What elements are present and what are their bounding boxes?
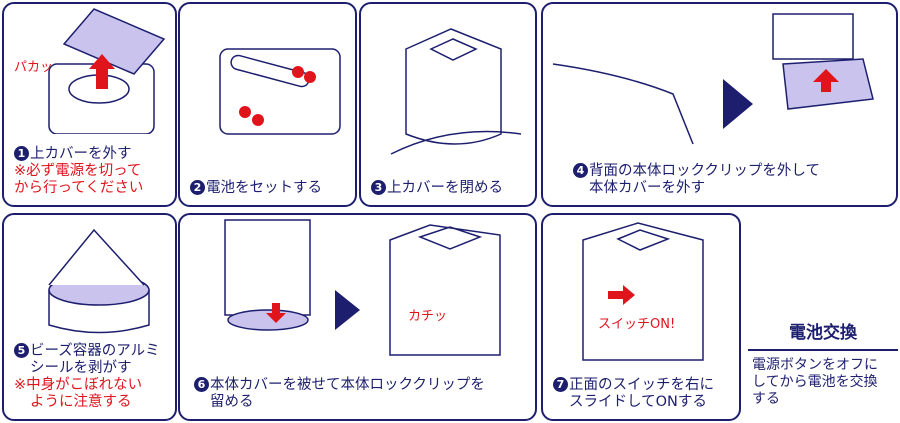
step-text: ビーズ容器のアルミ — [30, 343, 160, 359]
step-text: スライドしてONする — [569, 394, 707, 410]
sfx-label: パカッ — [14, 60, 54, 75]
next-arrow-icon — [723, 79, 753, 129]
peel-seal-illustration — [48, 228, 150, 334]
battery-title: 電池交換 — [748, 318, 898, 351]
step-number: 2 — [190, 180, 205, 195]
battery-replacement-note: 電池交換 電源ボタンをオフに してから電池を交換 する — [748, 318, 898, 408]
right-arrow-icon — [608, 285, 635, 305]
up-arrow-icon — [813, 69, 839, 92]
step-number: 7 — [553, 377, 568, 392]
step-text: 電池をセットする — [206, 180, 322, 196]
next-arrow-icon — [335, 290, 360, 330]
battery-body-line: する — [752, 391, 780, 407]
remove-top-cover-illustration — [48, 8, 166, 134]
plus-icon — [239, 106, 251, 118]
step-number: 3 — [371, 180, 386, 195]
warning-note: ※必ず電源を切って — [14, 163, 142, 179]
step-number: 5 — [14, 343, 29, 358]
minus-icon — [292, 66, 304, 78]
up-arrow-icon — [89, 54, 115, 89]
battery-body-line: してから電池を交換 — [752, 374, 878, 390]
attach-body-cover-illustration — [224, 219, 501, 356]
step-text: 正面のスイッチを右に — [569, 377, 714, 393]
down-arrow-icon — [266, 303, 286, 323]
step-text: 背面の本体ロッククリップを外して — [589, 163, 820, 179]
warning-note: ように注意する — [30, 394, 132, 410]
insert-battery-illustration — [219, 48, 341, 135]
step-number: 6 — [194, 377, 209, 392]
sfx-label: スイッチON! — [598, 317, 676, 332]
step-text: 本体カバーを外す — [589, 180, 705, 196]
battery-body-line: 電源ボタンをオフに — [752, 357, 878, 373]
step-text: 本体カバーを被せて本体ロッククリップを — [210, 377, 485, 393]
switch-on-illustration — [582, 222, 704, 361]
remove-body-cover-illustration — [552, 13, 874, 145]
step-number: 1 — [14, 146, 29, 161]
close-top-cover-illustration — [390, 28, 522, 155]
step-text: 上カバーを外す — [30, 146, 132, 162]
battery-body: 電源ボタンをオフに してから電池を交換 する — [752, 357, 898, 408]
step-text: シールを剥がす — [30, 360, 132, 376]
warning-note: から行ってください — [14, 180, 144, 196]
sfx-label: カチッ — [408, 309, 448, 324]
step-text: 留める — [210, 394, 254, 410]
step-text: 上カバーを閉める — [387, 180, 503, 196]
step-number: 4 — [573, 163, 588, 178]
warning-note: ※中身がこぼれない — [14, 377, 143, 393]
